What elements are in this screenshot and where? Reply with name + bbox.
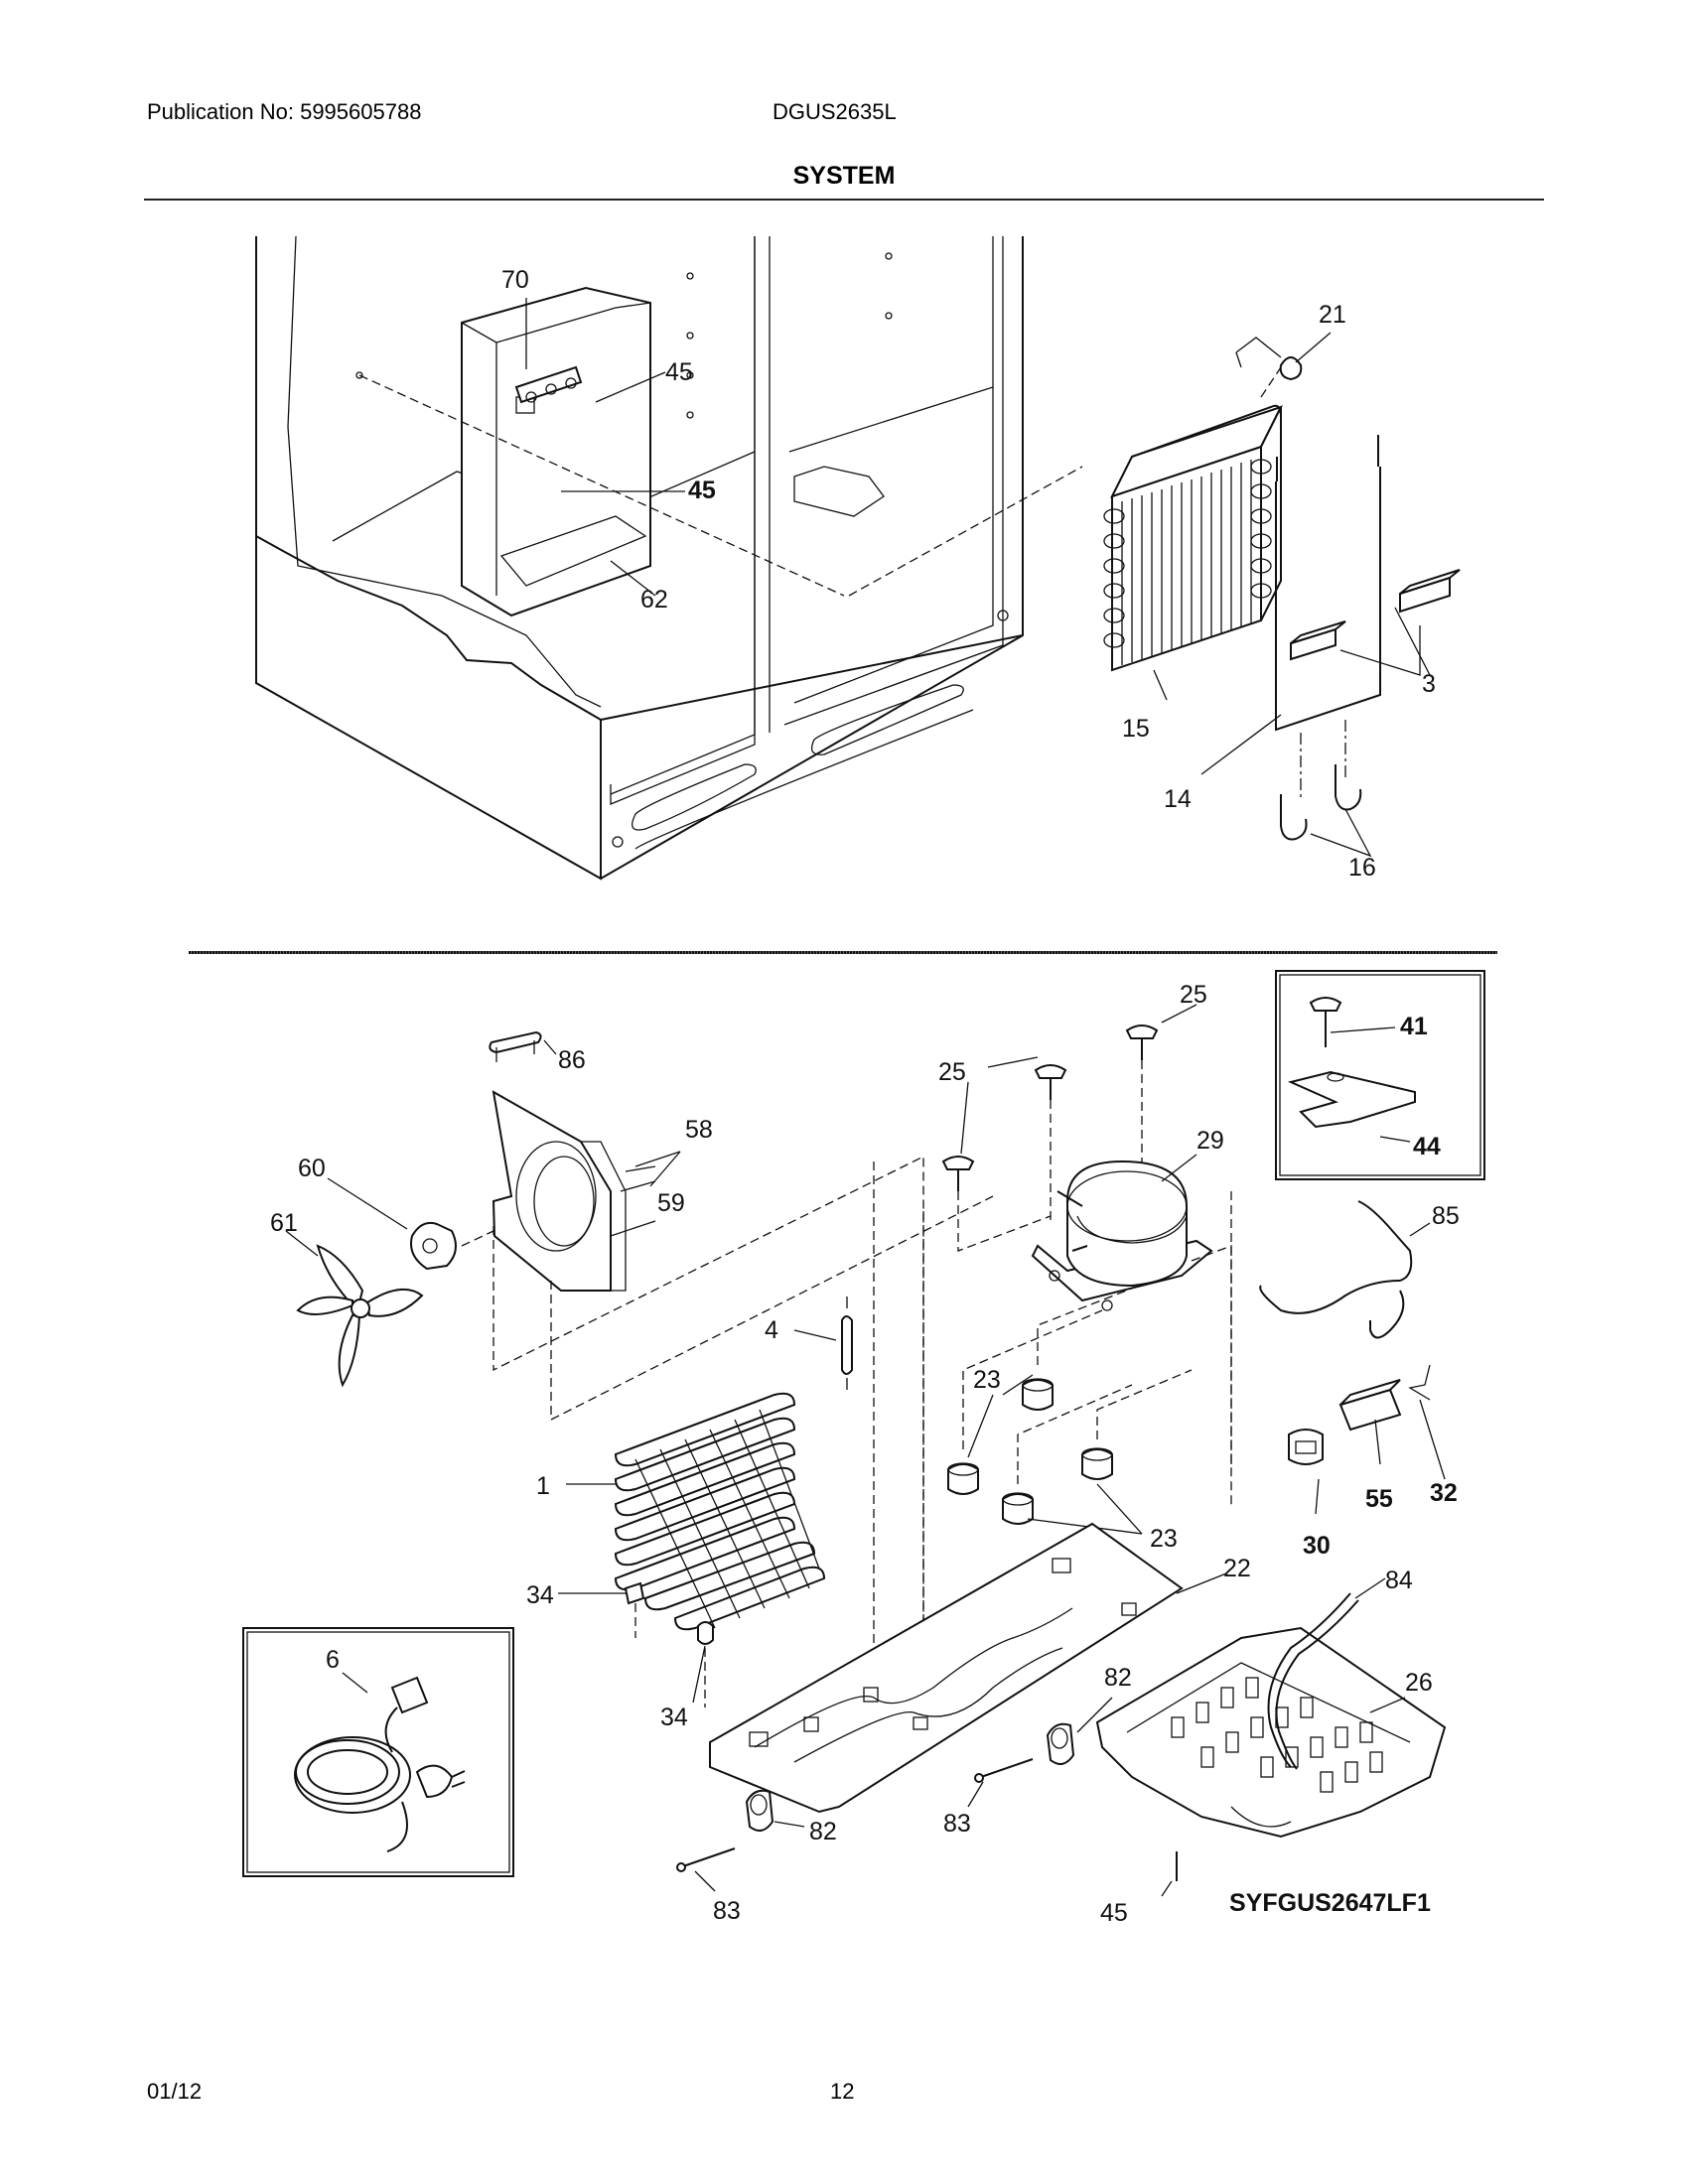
model-number: DGUS2635L [773,99,897,124]
relay-parts [1288,1364,1431,1465]
callout-58: 58 [685,1116,713,1144]
grommets [947,1378,1113,1525]
callout-25: 25 [1180,981,1207,1009]
callout-30: 30 [1303,1532,1331,1560]
evaporator-cover [461,286,651,617]
defrost-heater [1275,435,1381,732]
callout-41: 41 [1400,1013,1428,1040]
callout-15: 15 [1122,715,1150,743]
callout-23: 23 [1150,1525,1178,1553]
callout-29: 29 [1196,1127,1224,1155]
callout-60: 60 [298,1155,326,1182]
callout-6: 6 [326,1646,340,1674]
callout-84: 84 [1385,1567,1413,1594]
callout-70: 70 [501,266,529,294]
callout-4: 4 [765,1316,778,1344]
callout-22: 22 [1223,1555,1251,1582]
inset-bracket-box [1275,970,1485,1180]
drain-pan [1095,1626,1447,1839]
callout-85: 85 [1432,1202,1460,1230]
evaporator-coil [1103,404,1283,672]
callout-25: 25 [938,1058,966,1086]
publication-date: 01/12 [147,2079,203,2104]
power-cord-inset [242,1627,514,1877]
callout-86: 86 [558,1046,586,1074]
callout-21: 21 [1319,301,1346,329]
callout-62: 62 [640,586,668,614]
callout-83: 83 [713,1897,741,1925]
callout-labels: 70 45 45 62 21 3 15 14 16 86 58 60 59 61… [270,266,1460,1927]
fan-blade [296,1244,424,1388]
callout-32: 32 [1430,1479,1458,1507]
header-divider [144,199,1544,201]
callout-34: 34 [526,1581,554,1609]
diagram-code: SYFGUS2647LF1 [1229,1889,1431,1917]
callout-16: 16 [1348,854,1376,882]
section-divider [189,951,1497,954]
publication-number: Publication No: 5995605788 [147,99,422,124]
callout-83: 83 [943,1810,971,1838]
callout-59: 59 [657,1189,685,1217]
callout-23: 23 [973,1366,1001,1394]
callout-82: 82 [809,1818,837,1845]
callout-26: 26 [1405,1669,1433,1697]
callout-45: 45 [688,477,716,504]
compressor [1031,1160,1213,1311]
cabinet-liner [255,235,1024,881]
callout-82: 82 [1104,1664,1132,1692]
callout-14: 14 [1164,785,1192,813]
callout-1: 1 [536,1472,550,1500]
page-number: 12 [830,2079,855,2104]
base-pan [709,1522,1184,1814]
callout-34: 34 [660,1704,688,1731]
callout-55: 55 [1365,1485,1393,1513]
page-title: SYSTEM [792,162,896,190]
callout-61: 61 [270,1209,298,1237]
fan-shroud [492,1090,627,1292]
callout-3: 3 [1422,670,1436,698]
callout-45: 45 [1100,1899,1128,1927]
condenser-coil [614,1392,826,1631]
callout-44: 44 [1413,1133,1441,1160]
callout-45: 45 [665,358,693,386]
